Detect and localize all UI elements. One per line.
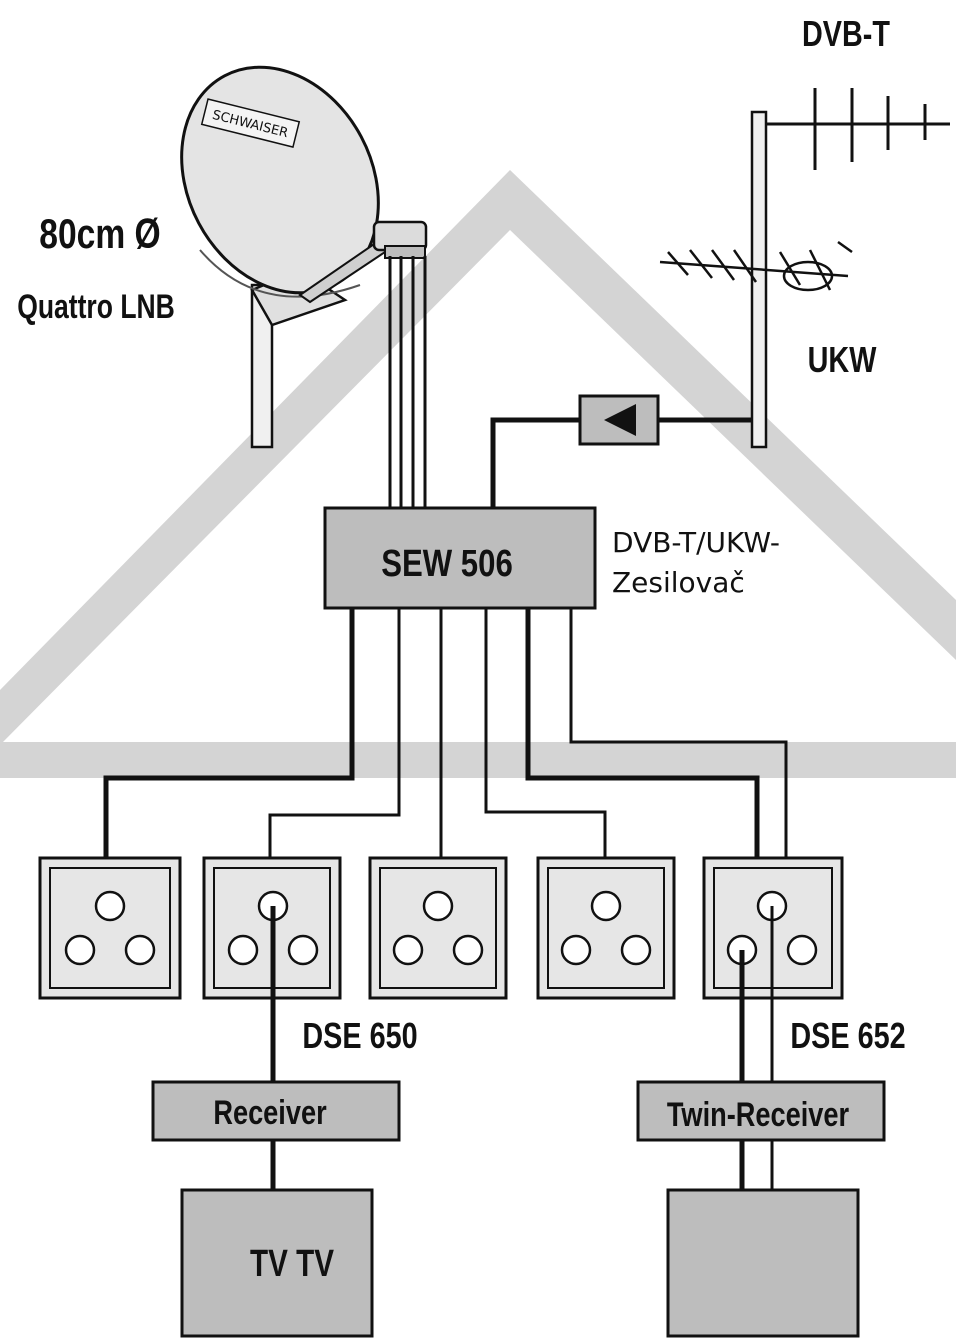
roof-beam (0, 742, 956, 778)
socket-port-icon (560, 934, 592, 966)
lnb-cables (388, 256, 427, 510)
amplifier-triangle-icon (604, 404, 636, 436)
lnb-ports (384, 245, 426, 259)
tv-right-box (666, 1188, 860, 1338)
socket-5 (702, 856, 844, 1000)
receiver: Receiver (151, 1080, 401, 1142)
amp-to-switch-wire (490, 417, 580, 510)
multiswitch: SEW 506 (323, 506, 597, 610)
socket-1 (38, 856, 182, 1000)
ukw-yagi (659, 240, 853, 292)
dish-reflector (180, 65, 380, 295)
tv-left: TV TV (180, 1188, 374, 1338)
socket-port-icon (124, 934, 156, 966)
roof-gable (0, 170, 956, 745)
ukw-label: UKW (808, 339, 877, 380)
amplifier-label-line1: DVB-T/UKW- (612, 526, 780, 559)
satellite-dish: SCHWAISER (180, 65, 428, 449)
dish-size-label: 80cm Ø (39, 212, 160, 258)
dvbt-elements (813, 88, 927, 170)
socket-port-icon (64, 934, 96, 966)
tv-left-label: TV TV (250, 1243, 334, 1285)
house-roof (0, 170, 956, 778)
socket-port-icon (452, 934, 484, 966)
socket-port-icon (422, 890, 454, 922)
socket-port-icon (287, 934, 319, 966)
tv-right (666, 1188, 860, 1338)
receiver-box (151, 1080, 401, 1142)
tv-left-box (180, 1188, 374, 1338)
switch-label: SEW 506 (381, 543, 513, 585)
twin-receiver: Twin-Receiver (636, 1080, 886, 1142)
terrestrial-antenna (659, 88, 950, 449)
dvbt-ukw-amplifier (490, 394, 752, 510)
dish-rim-shadow (199, 249, 361, 298)
dse652-label: DSE 652 (790, 1015, 905, 1056)
socket-port-icon (590, 890, 622, 922)
amplifier-label-line2: Zesilovač (612, 566, 745, 599)
socket-port-icon (392, 934, 424, 966)
switch-box (323, 506, 597, 610)
dse650-label: DSE 650 (302, 1015, 417, 1056)
twin-receiver-label: Twin-Receiver (667, 1095, 849, 1134)
socket-port-icon (620, 934, 652, 966)
socket-port-icon (227, 934, 259, 966)
switch-output-wires (103, 608, 788, 860)
twin-receiver-box (636, 1080, 886, 1142)
socket-port-icon (786, 934, 818, 966)
socket-port-icon (94, 890, 126, 922)
lnb-label: Quattro LNB (17, 288, 175, 326)
receiver-cables (270, 906, 774, 1192)
socket-4 (536, 856, 676, 1000)
antenna-mast (750, 110, 768, 449)
socket-3 (368, 856, 508, 1000)
dvbt-label: DVB-T (802, 13, 890, 54)
receiver-label: Receiver (213, 1093, 326, 1132)
wall-sockets (38, 856, 844, 1000)
